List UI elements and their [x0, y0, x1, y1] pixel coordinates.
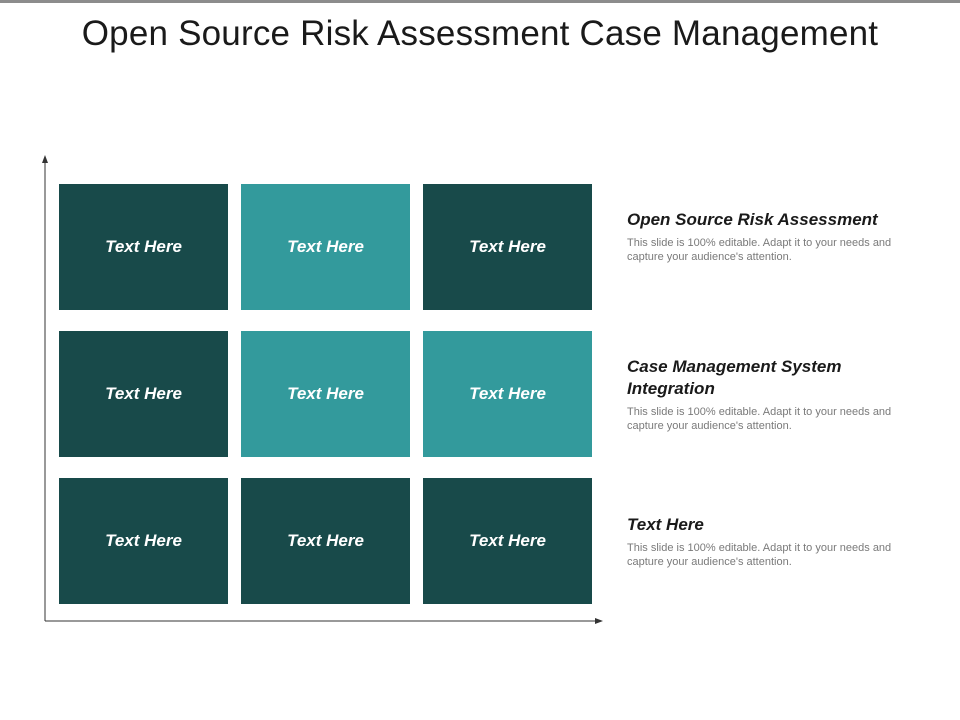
legend-heading: Open Source Risk Assessment [627, 210, 878, 229]
legend-item-3: Text Here This slide is 100% editable. A… [627, 514, 917, 569]
matrix-cell-r3c2: Text Here [241, 478, 410, 604]
legend-item-1: Open Source Risk Assessment This slide i… [627, 209, 917, 264]
matrix-cell-label: Text Here [287, 237, 364, 256]
matrix-cell-label: Text Here [469, 237, 546, 256]
matrix-cell-r1c1: Text Here [59, 184, 228, 310]
matrix-cell-r1c2: Text Here [241, 184, 410, 310]
slide-title: Open Source Risk Assessment Case Managem… [81, 14, 879, 53]
matrix-cell-label: Text Here [105, 237, 182, 256]
legend-item-2: Case Management System Integration This … [627, 356, 917, 433]
legend-heading: Text Here [627, 515, 704, 534]
matrix-cell-r3c3: Text Here [423, 478, 592, 604]
matrix-cell-label: Text Here [287, 384, 364, 403]
top-rule [0, 0, 960, 3]
matrix-cell-r2c2: Text Here [241, 331, 410, 457]
matrix-cell-r2c3: Text Here [423, 331, 592, 457]
matrix-cell-label: Text Here [469, 531, 546, 550]
legend-heading: Case Management System Integration [627, 357, 842, 398]
matrix-cell-label: Text Here [469, 384, 546, 403]
x-axis-arrow-icon [595, 618, 603, 624]
y-axis-arrow-icon [42, 155, 48, 163]
matrix-grid: Text Here Text Here Text Here Text Here … [59, 184, 592, 605]
matrix-cell-label: Text Here [287, 531, 364, 550]
matrix-cell-r1c3: Text Here [423, 184, 592, 310]
matrix-cell-label: Text Here [105, 531, 182, 550]
legend-description: This slide is 100% editable. Adapt it to… [627, 406, 892, 432]
matrix-cell-r3c1: Text Here [59, 478, 228, 604]
matrix-cell-label: Text Here [105, 384, 182, 403]
legend-description: This slide is 100% editable. Adapt it to… [627, 237, 892, 263]
legend-description: This slide is 100% editable. Adapt it to… [627, 542, 892, 568]
matrix-cell-r2c1: Text Here [59, 331, 228, 457]
